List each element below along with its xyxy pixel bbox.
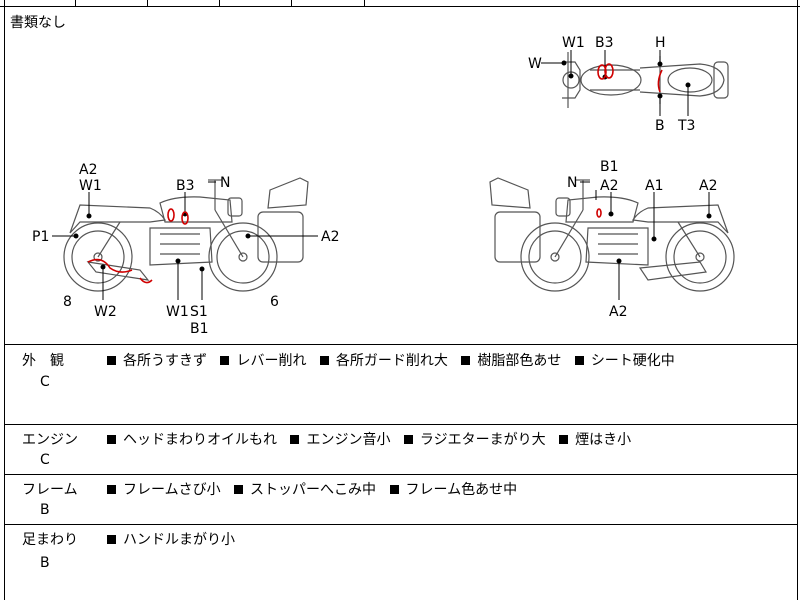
label-b3: B3 bbox=[176, 178, 195, 194]
label-a1: A1 bbox=[645, 178, 663, 194]
condition-item: 樹脂部色あせ bbox=[477, 353, 562, 369]
condition-item: フレーム色あせ中 bbox=[405, 482, 518, 498]
motorcycle-right-side-view bbox=[489, 177, 735, 292]
label-w1: W1 bbox=[562, 35, 585, 51]
section-items: 各所うすきず レバー削れ 各所ガード削れ大 樹脂部色あせ シート硬化中 bbox=[107, 350, 684, 370]
section-grade: B bbox=[40, 502, 50, 518]
bullet-square-icon bbox=[107, 485, 116, 494]
label-w1: W1 bbox=[166, 304, 189, 320]
label-p1: P1 bbox=[32, 229, 49, 245]
bullet-square-icon bbox=[220, 356, 230, 365]
bullet-square-icon bbox=[107, 356, 116, 365]
top-view-damage-marks bbox=[597, 63, 663, 93]
motorcycle-left-side-view bbox=[63, 177, 309, 292]
section-grade: C bbox=[40, 452, 50, 468]
section-items: フレームさび小 ストッパーへこみ中 フレーム色あせ中 bbox=[107, 479, 526, 499]
left-view-labels: A2 W1 B3 N P1 A2 8 W2 W1 S1 B1 6 bbox=[32, 162, 339, 337]
bullet-square-icon bbox=[107, 535, 116, 544]
divider bbox=[4, 344, 798, 345]
label-b1: B1 bbox=[190, 321, 209, 337]
label-h: H bbox=[655, 35, 666, 51]
section-label: エンジン bbox=[22, 432, 78, 448]
frame-border-right bbox=[797, 6, 798, 600]
condition-item: ヘッドまわりオイルもれ bbox=[123, 432, 277, 448]
label-b1: B1 bbox=[600, 159, 619, 175]
bullet-square-icon bbox=[461, 356, 471, 365]
motorcycle-damage-diagram: W1 B3 H W B T3 bbox=[32, 35, 735, 337]
top-view-labels: W1 B3 H W B T3 bbox=[528, 35, 695, 134]
label-b: B bbox=[655, 118, 665, 134]
top-table-strip bbox=[0, 0, 800, 7]
frame-border-left bbox=[4, 6, 5, 600]
section-grade: B bbox=[40, 555, 50, 571]
label-w2: W2 bbox=[94, 304, 117, 320]
bullet-square-icon bbox=[290, 435, 300, 444]
label-8: 8 bbox=[63, 294, 72, 310]
label-a2: A2 bbox=[699, 178, 717, 194]
condition-item: 煙はき小 bbox=[575, 432, 632, 448]
label-6: 6 bbox=[270, 294, 279, 310]
condition-item: ハンドルまがり小 bbox=[123, 532, 235, 548]
label-b3: B3 bbox=[595, 35, 614, 51]
condition-item: ラジエターまがり大 bbox=[419, 432, 546, 448]
condition-item: フレームさび小 bbox=[123, 482, 221, 498]
section-grade: C bbox=[40, 374, 50, 390]
section-label: 足まわり bbox=[22, 532, 78, 548]
condition-item: エンジン音小 bbox=[306, 432, 391, 448]
bullet-square-icon bbox=[403, 435, 413, 444]
bullet-square-icon bbox=[559, 435, 569, 444]
condition-item: 各所ガード削れ大 bbox=[335, 353, 448, 369]
label-n: N bbox=[567, 175, 577, 191]
label-a2: A2 bbox=[600, 178, 618, 194]
bullet-square-icon bbox=[107, 435, 116, 444]
label-a2: A2 bbox=[609, 304, 627, 320]
label-w1: W1 bbox=[79, 178, 102, 194]
section-items: ヘッドまわりオイルもれ エンジン音小 ラジエターまがり大 煙はき小 bbox=[107, 429, 640, 449]
label-t3: T3 bbox=[677, 118, 695, 134]
right-view-labels: B1 N A2 A1 A2 A2 bbox=[567, 159, 717, 320]
divider bbox=[4, 474, 798, 475]
right-view-damage-marks bbox=[596, 208, 602, 218]
bullet-square-icon bbox=[574, 356, 584, 365]
section-items: ハンドルまがり小 bbox=[107, 529, 244, 549]
label-w: W bbox=[528, 56, 542, 72]
divider bbox=[4, 424, 798, 425]
condition-item: 各所うすきず bbox=[123, 353, 207, 369]
condition-item: ストッパーへこみ中 bbox=[250, 482, 377, 498]
no-documents-note: 書類なし bbox=[10, 15, 66, 31]
motorcycle-top-view bbox=[562, 52, 729, 108]
section-label: 外 観 bbox=[22, 353, 64, 369]
divider bbox=[4, 524, 798, 525]
label-a2: A2 bbox=[79, 162, 97, 178]
section-label: フレーム bbox=[22, 482, 78, 498]
bullet-square-icon bbox=[389, 485, 399, 494]
condition-item: レバー削れ bbox=[236, 353, 307, 369]
condition-item: シート硬化中 bbox=[590, 353, 675, 369]
label-s1: S1 bbox=[190, 304, 208, 320]
label-a2: A2 bbox=[321, 229, 339, 245]
bullet-square-icon bbox=[319, 356, 329, 365]
bullet-square-icon bbox=[234, 485, 244, 494]
label-n: N bbox=[220, 175, 230, 191]
right-view-leaders bbox=[580, 181, 712, 300]
left-view-damage-marks bbox=[87, 208, 189, 284]
